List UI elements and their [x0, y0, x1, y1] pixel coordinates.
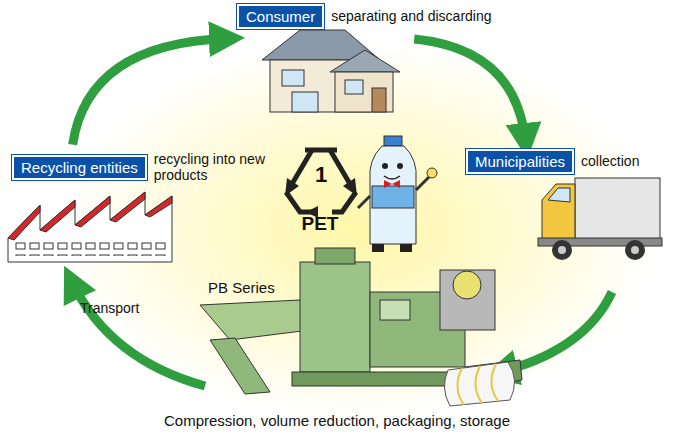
truck [538, 178, 662, 260]
stage-node: Recycling entities recycling into new pro… [12, 151, 266, 183]
diagram-label: 1 [315, 162, 327, 188]
diagram-label: PET [302, 213, 339, 235]
diagram-label: PB Series [208, 279, 275, 296]
diagram-label: Compression, volume reduction, packaging… [164, 412, 510, 429]
cycle-arrow [73, 39, 227, 145]
stage-description: separating and discarding [331, 8, 491, 24]
recycling-symbol [285, 150, 357, 218]
stage-node: Municipalities collection [466, 149, 639, 174]
factory [8, 192, 172, 262]
bottle-mascot [358, 136, 437, 252]
stage-heading: Consumer [237, 4, 324, 29]
house [262, 30, 400, 112]
diagram-label: Transport [80, 300, 139, 316]
stage-node: Consumer separating and discarding [237, 4, 492, 29]
stage-heading: Municipalities [466, 149, 574, 174]
cycle-arrow [72, 282, 205, 386]
pet-bale [444, 362, 514, 406]
cycle-arrow [414, 39, 525, 141]
stage-description: recycling into new products [154, 151, 266, 183]
stage-heading: Recycling entities [12, 155, 147, 180]
stage-description: collection [581, 153, 639, 169]
